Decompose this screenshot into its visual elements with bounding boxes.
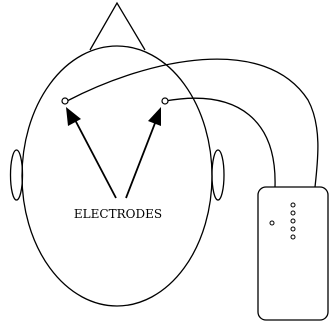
lead-wire-inner <box>164 97 276 188</box>
arrow-to-left-electrode <box>66 107 117 199</box>
right-ear <box>211 149 225 201</box>
head-outline <box>21 45 213 307</box>
device-body <box>257 186 329 321</box>
nose-shape <box>89 1 146 51</box>
arrow-to-right-electrode <box>125 107 161 199</box>
lead-wire-outer <box>66 58 319 188</box>
device-indicator-light <box>269 220 275 226</box>
left-ear <box>9 149 24 201</box>
electrodes-label: ELECTRODES <box>74 207 162 221</box>
device-connector-ports <box>290 202 296 240</box>
electrode-left <box>61 97 69 105</box>
electrode-right <box>161 97 169 105</box>
recording-device <box>257 186 329 321</box>
